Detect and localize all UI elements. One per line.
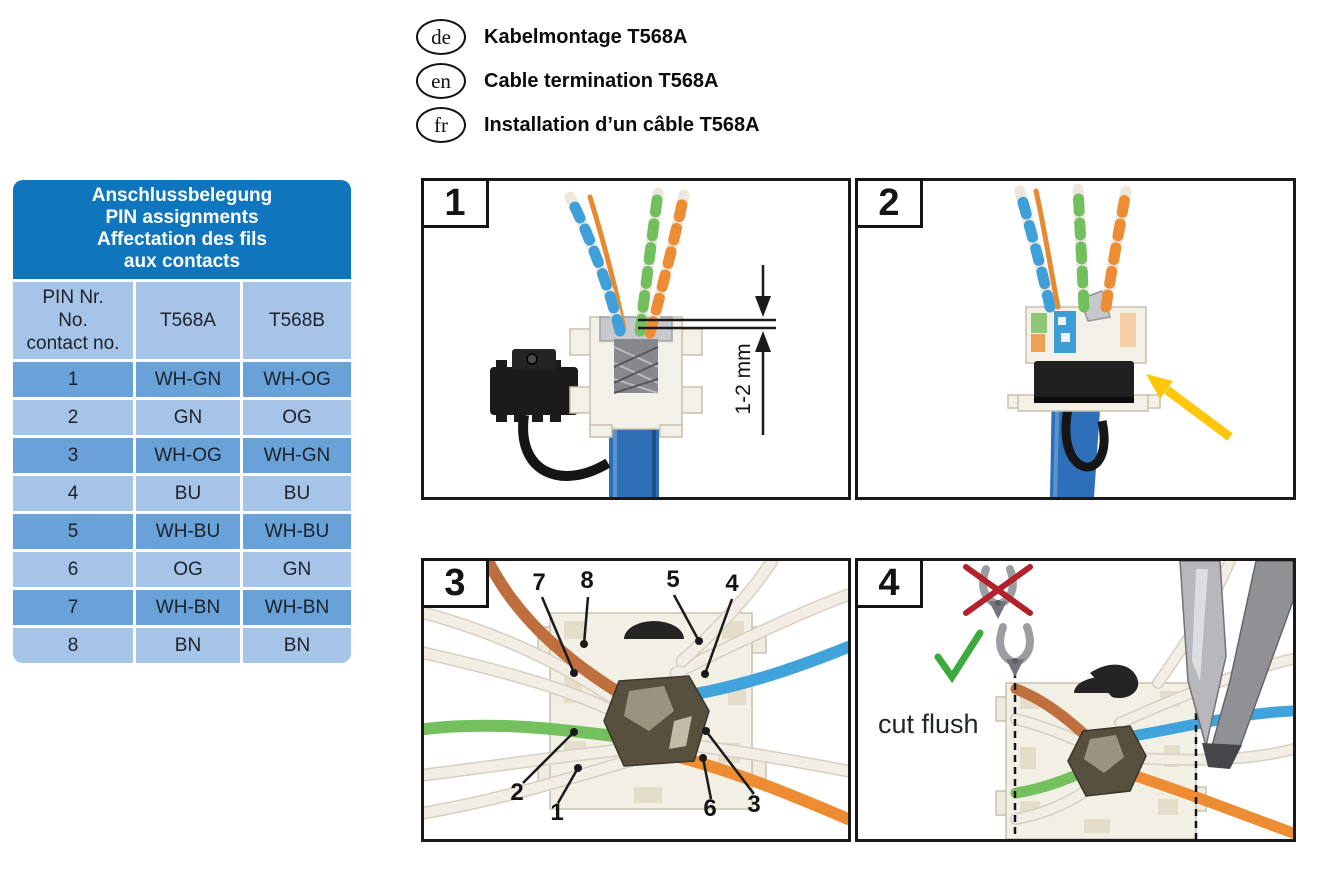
table-title-line: Anschlussbelegung [91,185,273,206]
green-wire [424,719,628,743]
table-title-line: aux contacts [123,251,241,272]
twisted-pairs [564,187,690,339]
cell-t568a: WH-BN [136,590,240,625]
cell-t568b: BN [243,628,351,663]
cell-pin: 3 [13,438,133,473]
cell-pin: 7 [13,590,133,625]
wrong-pliers-icon [963,564,1033,619]
green-check-icon [934,629,984,684]
cell-t568a: WH-OG [136,438,240,473]
column-header-pin: PIN Nr. No. contact no. [13,282,133,359]
dimension-label: 1-2 mm [732,343,755,415]
wire-callout: 3 [747,791,761,818]
wire-callout: 7 [532,569,546,596]
step3-photo [424,561,848,825]
shield-foil-center [1067,725,1147,797]
column-header-t568b: T568B [243,282,351,359]
cell-t568b: WH-BN [243,590,351,625]
brown-wire [482,561,642,709]
cell-pin: 6 [13,552,133,587]
cell-t568a: BU [136,476,240,511]
step4-photo [934,561,1293,839]
cell-t568b: WH-OG [243,362,351,397]
wire-callout: 1 [550,799,564,826]
cell-pin: 2 [13,400,133,435]
shield-foil-center [603,675,710,767]
wires [424,561,848,825]
cell-pin: 1 [13,362,133,397]
cable-tie-loop [1061,408,1109,472]
cable-shield-braid [613,339,659,394]
language-code-badge: en [416,63,466,99]
step-title-de: Kabelmontage T568A [484,25,688,48]
cut-flush-caption: cut flush [878,709,979,739]
table-title-line: PIN assignments [105,207,259,228]
cell-t568a: OG [136,552,240,587]
cell-t568a: WH-BU [136,514,240,549]
cell-pin: 4 [13,476,133,511]
cell-t568b: GN [243,552,351,587]
step2-photo [1007,183,1233,497]
wire-callout: 5 [666,566,680,593]
callout-leader-lines [522,594,755,804]
language-row-fr: fr Installation d’un câble T568A [416,107,760,143]
language-code: en [431,68,451,93]
dimension-annotation [638,265,776,435]
cell-t568a: BN [136,628,240,663]
locking-clip-shadow [1034,397,1134,403]
step-number: 2 [855,178,923,228]
yellow-arrow-icon [1146,374,1233,441]
language-code-badge: fr [416,107,466,143]
cell-t568a: GN [136,400,240,435]
step-panel-3: 7 8 5 4 2 1 6 3 3 [421,558,851,842]
cell-pin: 5 [13,514,133,549]
language-code: fr [434,112,448,137]
wire-callout: 6 [703,795,717,822]
column-header-t568a: T568A [136,282,240,359]
wire-callout: 4 [725,570,739,597]
cell-pin: 8 [13,628,133,663]
cell-t568a: WH-GN [136,362,240,397]
wire-callout: 8 [580,567,594,594]
step-panel-2: 2 [855,178,1296,500]
step-number: 4 [855,558,923,608]
cell-t568b: BU [243,476,351,511]
cutting-pliers [1179,561,1293,769]
language-row-en: en Cable termination T568A [416,63,719,99]
step-number: 1 [421,178,489,228]
twisted-pairs [1014,183,1132,313]
language-code: de [431,24,451,49]
red-x-icon [963,564,1033,616]
step-number: 3 [421,558,489,608]
step-title-fr: Installation d’un câble T568A [484,113,760,136]
step1-photo [490,187,776,497]
language-row-de: de Kabelmontage T568A [416,19,688,55]
strain-relief [490,349,611,481]
locking-clip [1034,361,1134,403]
pin-assignment-table: Anschlussbelegung PIN assignments Affect… [13,180,351,663]
cell-t568b: OG [243,400,351,435]
step-panel-1: 1 1-2 mm [421,178,851,500]
table-title-line: Affectation des fils [97,229,267,250]
cell-t568b: WH-BU [243,514,351,549]
table-title: Anschlussbelegung PIN assignments Affect… [13,180,351,279]
right-pliers-icon [996,623,1034,677]
cell-t568b: WH-GN [243,438,351,473]
wire-callout: 2 [510,779,524,806]
step-panel-4: 4 cut flush [855,558,1296,842]
step-title-en: Cable termination T568A [484,69,719,92]
language-code-badge: de [416,19,466,55]
